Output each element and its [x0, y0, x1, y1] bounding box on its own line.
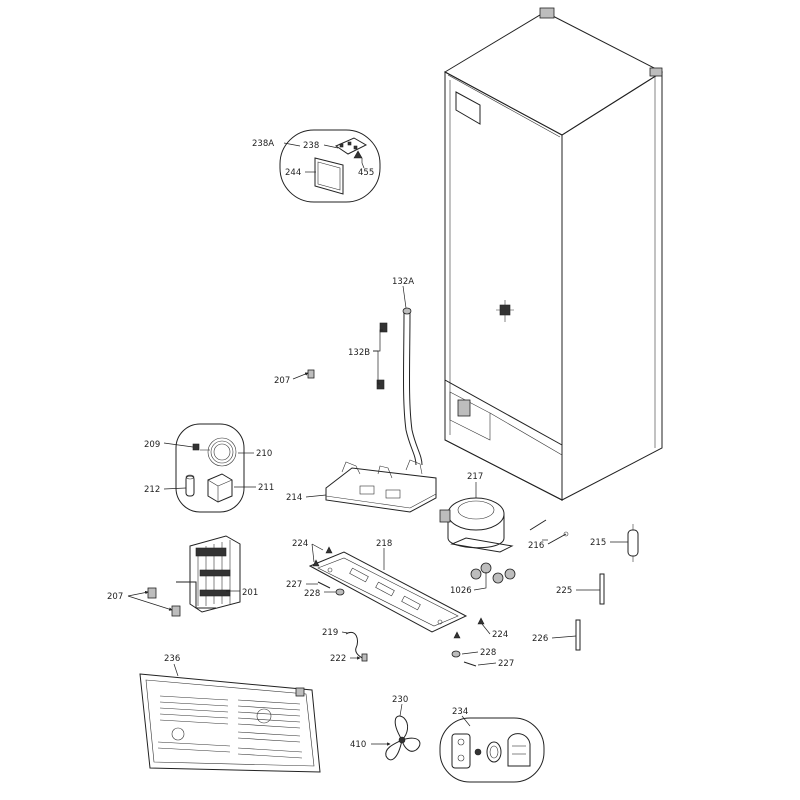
box-211 [207, 473, 233, 503]
label-410: 410 [350, 740, 366, 750]
pin-227-lower [463, 661, 477, 667]
control-board-group [279, 129, 381, 203]
bushing-228-upper [335, 588, 345, 596]
capillary-group [175, 423, 245, 513]
label-244: 244 [285, 168, 301, 178]
coil-210 [200, 437, 237, 467]
clip-132B-top [379, 322, 388, 333]
fan-motor-group-234 [439, 717, 545, 783]
label-238: 238 [303, 141, 319, 151]
part-207-lower-a [147, 587, 157, 599]
label-211: 211 [258, 483, 274, 493]
label-207-lower: 207 [107, 592, 123, 602]
label-219: 219 [322, 628, 338, 638]
back-cover-236 [139, 673, 321, 773]
label-212: 212 [144, 485, 160, 495]
screw-224-lower [453, 631, 461, 639]
rod-225 [599, 573, 605, 605]
part-222 [361, 653, 368, 662]
motor-rotor [486, 741, 502, 763]
drain-tube-132A [402, 307, 423, 466]
screw-224-lower-b [477, 617, 485, 625]
label-207-upper: 207 [274, 376, 290, 386]
label-1026: 1026 [450, 586, 472, 596]
base-plate-218 [308, 551, 468, 633]
label-209: 209 [144, 440, 160, 450]
clip-132B-bottom [376, 379, 385, 390]
motor-housing-left [451, 733, 471, 769]
label-227-lower: 227 [498, 659, 514, 669]
filter-drier-215 [627, 524, 639, 562]
label-225: 225 [556, 586, 572, 596]
label-228-upper: 228 [304, 589, 320, 599]
bushing-228-lower [451, 650, 461, 658]
pin-227-upper [317, 581, 331, 589]
control-board-238 [334, 137, 368, 155]
cover-244 [314, 157, 344, 195]
label-214: 214 [286, 493, 302, 503]
cabinet-center-device [496, 300, 514, 322]
fan-blade-230 [385, 715, 421, 761]
label-222: 222 [330, 654, 346, 664]
label-132B: 132B [348, 348, 370, 358]
label-218: 218 [376, 539, 392, 549]
evaporator-tray-214 [325, 459, 437, 513]
label-215: 215 [590, 538, 606, 548]
label-226: 226 [532, 634, 548, 644]
rod-226 [575, 619, 581, 651]
part-207-upper [307, 369, 315, 379]
part-207-lower-b [171, 605, 181, 617]
cylinder-212 [185, 474, 195, 497]
label-217: 217 [467, 472, 483, 482]
label-132A: 132A [392, 277, 414, 287]
part-216 [529, 519, 569, 545]
label-238A: 238A [252, 139, 274, 149]
rubber-grommets-1026 [470, 562, 516, 584]
label-224-upper: 224 [292, 539, 308, 549]
label-234: 234 [452, 707, 468, 717]
label-455: 455 [358, 168, 374, 178]
compressor-217 [439, 497, 514, 553]
screw-224-upper-b [312, 559, 320, 567]
label-210: 210 [256, 449, 272, 459]
refrigerator-cabinet [443, 7, 664, 501]
condenser-201 [176, 535, 241, 613]
label-224-lower: 224 [492, 630, 508, 640]
label-201: 201 [242, 588, 258, 598]
part-labels: 238A 238 244 455 132A 132B 207 209 210 2… [107, 139, 606, 750]
label-228-lower: 228 [480, 648, 496, 658]
label-227-upper: 227 [286, 580, 302, 590]
label-230: 230 [392, 695, 408, 705]
leader-lines [127, 142, 628, 746]
label-236: 236 [164, 654, 180, 664]
part-209 [192, 443, 200, 451]
label-216: 216 [528, 541, 544, 551]
screw-224-upper [325, 546, 333, 554]
motor-housing-right [507, 733, 531, 767]
